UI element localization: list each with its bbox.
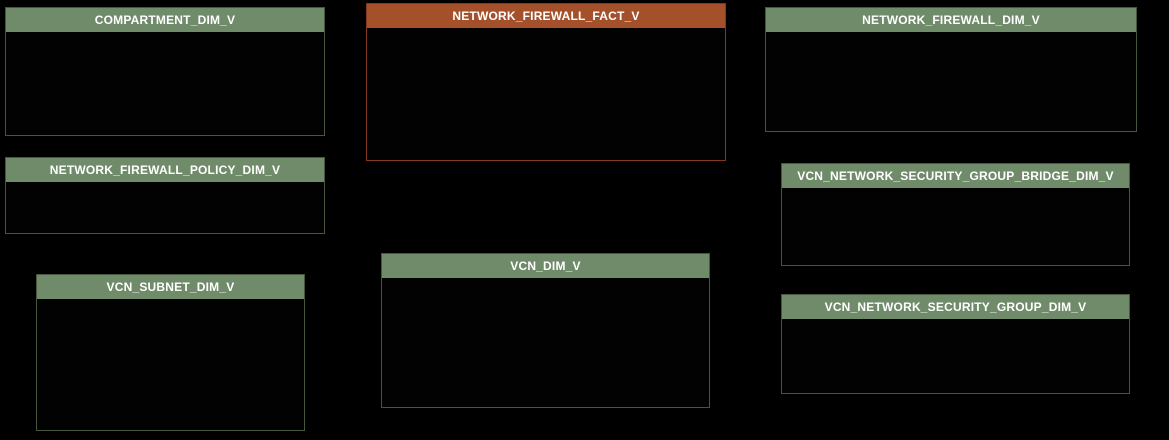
- entity-title: VCN_NETWORK_SECURITY_GROUP_BRIDGE_DIM_V: [797, 169, 1114, 183]
- entity-network-firewall-dim-v[interactable]: NETWORK_FIREWALL_DIM_V: [765, 7, 1137, 132]
- entity-vcn-network-security-group-dim-v[interactable]: VCN_NETWORK_SECURITY_GROUP_DIM_V: [781, 294, 1130, 394]
- entity-title-bar: NETWORK_FIREWALL_FACT_V: [367, 4, 725, 28]
- entity-title-bar: VCN_DIM_V: [382, 254, 709, 278]
- entity-title: NETWORK_FIREWALL_POLICY_DIM_V: [49, 163, 281, 177]
- entity-title-bar: NETWORK_FIREWALL_POLICY_DIM_V: [6, 158, 324, 182]
- entity-columns-area: [782, 188, 1129, 265]
- entity-title: VCN_NETWORK_SECURITY_GROUP_DIM_V: [824, 300, 1087, 314]
- entity-title-bar: COMPARTMENT_DIM_V: [6, 8, 324, 32]
- entity-columns-area: [6, 182, 324, 233]
- entity-title-bar: VCN_SUBNET_DIM_V: [37, 275, 304, 299]
- entity-title: VCN_SUBNET_DIM_V: [106, 280, 235, 294]
- entity-columns-area: [37, 299, 304, 430]
- entity-title: VCN_DIM_V: [510, 259, 581, 273]
- entity-title: COMPARTMENT_DIM_V: [94, 13, 236, 27]
- entity-columns-area: [6, 32, 324, 135]
- entity-columns-area: [382, 278, 709, 407]
- entity-title: NETWORK_FIREWALL_DIM_V: [862, 13, 1040, 27]
- entity-columns-area: [766, 32, 1136, 131]
- entity-columns-area: [367, 28, 725, 160]
- entity-title-bar: VCN_NETWORK_SECURITY_GROUP_DIM_V: [782, 295, 1129, 319]
- entity-vcn-subnet-dim-v[interactable]: VCN_SUBNET_DIM_V: [36, 274, 305, 431]
- entity-network-firewall-policy-dim-v[interactable]: NETWORK_FIREWALL_POLICY_DIM_V: [5, 157, 325, 234]
- entity-title: NETWORK_FIREWALL_FACT_V: [452, 9, 640, 23]
- entity-compartment-dim-v[interactable]: COMPARTMENT_DIM_V: [5, 7, 325, 136]
- entity-title-bar: VCN_NETWORK_SECURITY_GROUP_BRIDGE_DIM_V: [782, 164, 1129, 188]
- entity-vcn-dim-v[interactable]: VCN_DIM_V: [381, 253, 710, 408]
- entity-network-firewall-fact-v[interactable]: NETWORK_FIREWALL_FACT_V: [366, 3, 726, 161]
- entity-title-bar: NETWORK_FIREWALL_DIM_V: [766, 8, 1136, 32]
- entity-columns-area: [782, 319, 1129, 393]
- entity-vcn-network-security-group-bridge-dim-v[interactable]: VCN_NETWORK_SECURITY_GROUP_BRIDGE_DIM_V: [781, 163, 1130, 266]
